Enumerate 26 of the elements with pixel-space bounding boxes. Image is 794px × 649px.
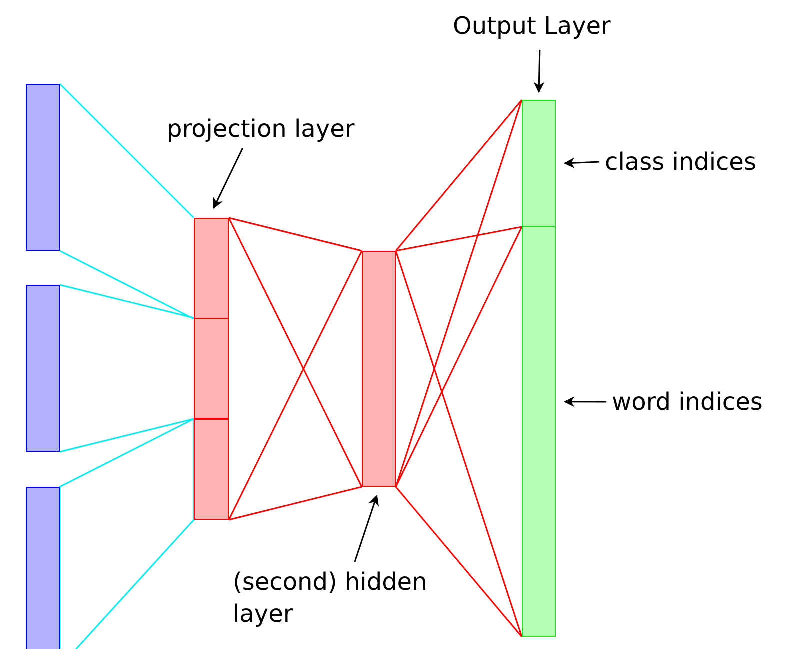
connection-line [395, 99, 523, 488]
leader-arrow [354, 494, 380, 562]
input-bar [26, 84, 60, 251]
connection-line [59, 83, 195, 320]
connection-line [228, 250, 363, 521]
layer-label: Output Layer [453, 10, 611, 42]
input-bar [26, 285, 60, 452]
output-segment [522, 100, 556, 227]
leader-arrow [564, 158, 600, 168]
hidden-layer-bar [362, 251, 396, 487]
connection-line [395, 250, 523, 638]
layer-label: projection layer [167, 113, 355, 145]
projection-segment [194, 218, 229, 319]
connection-line [59, 418, 195, 649]
leader-arrow [564, 396, 607, 408]
output-segment [522, 226, 556, 637]
callout-label: class indices [605, 146, 756, 178]
layer-label: (second) hidden layer [233, 566, 463, 630]
input-bar [26, 487, 60, 649]
leader-arrow [534, 50, 545, 94]
callout-label: word indices [612, 386, 763, 418]
connection-line [228, 217, 363, 488]
leader-arrow [213, 148, 244, 209]
projection-segment [194, 419, 229, 520]
connection-line [59, 284, 195, 453]
projection-segment [194, 318, 229, 419]
